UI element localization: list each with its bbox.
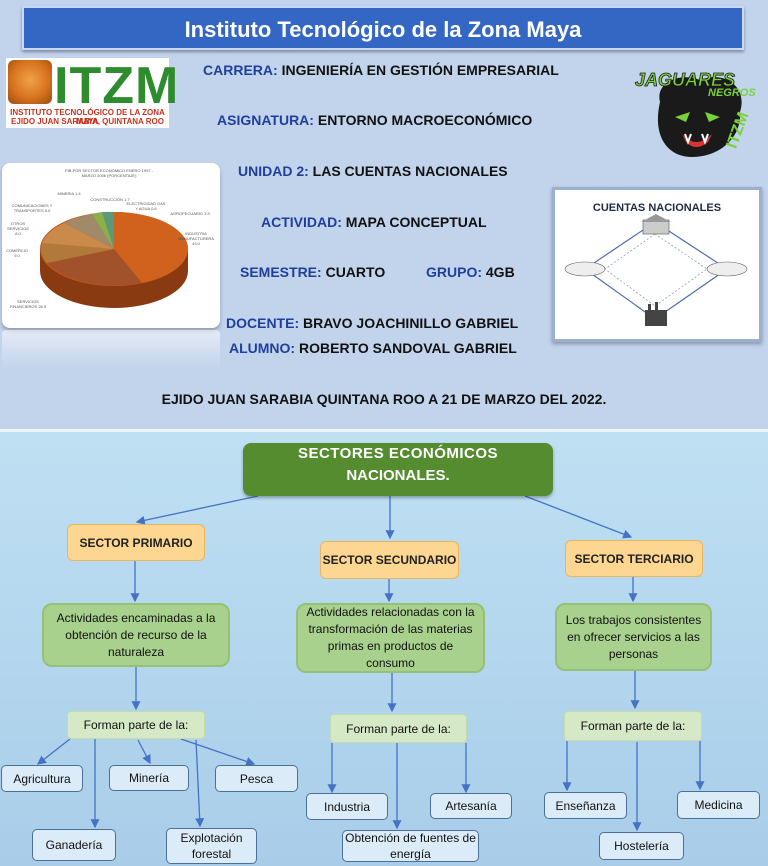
leaf-ensenanza: Enseñanza [544, 792, 627, 819]
jaguares-negros-logo: JAGUARES NEGROS ITZM [635, 70, 756, 157]
primario-description: Actividades encaminadas a la obtención d… [42, 603, 230, 667]
alumno-line: ALUMNO: ROBERTO SANDOVAL GABRIEL [229, 340, 517, 356]
pie-label-otros: OTROS SERVICIOS 8.0 [7, 221, 29, 236]
asignatura-line: ASIGNATURA: ENTORNO MACROECONÓMICO [217, 112, 532, 128]
cuentas-title: CUENTAS NACIONALES [592, 202, 722, 214]
actividad-line: ACTIVIDAD: MAPA CONCEPTUAL [261, 214, 487, 230]
pie-3d-graphic [40, 211, 188, 308]
docente-value: BRAVO JOACHINILLO GABRIEL [303, 315, 519, 331]
itzm-logo: ITZM INSTITUTO TECNOLÓGICO DE LA ZONA MA… [6, 57, 178, 128]
terciario-description: Los trabajos consistentes en ofrecer ser… [555, 603, 712, 671]
pie-label-electricidad: ELECTRICIDAD GAS Y AGUA 0.8 [126, 201, 166, 211]
unidad-label: UNIDAD 2: [238, 163, 309, 179]
institute-title: Instituto Tecnológico de la Zona Maya [22, 6, 744, 50]
pie-label-construccion: CONSTRUCCIÓN 1.7 [90, 197, 130, 202]
pib-pie-chart-image: PIB POR SECTOR ECONÓMICO ENERO 1997 - MA… [2, 163, 220, 328]
pie-label-comunicaciones: COMUNICACIONES Y TRANSPORTES 5.0 [11, 203, 53, 213]
root-node-sectores-economicos: SECTORES ECONÓMICOS NACIONALES. [243, 443, 553, 496]
root-title-line2: NACIONALES. [346, 467, 450, 484]
actividad-value: MAPA CONCEPTUAL [345, 214, 487, 230]
sector-primario-node: SECTOR PRIMARIO [67, 524, 205, 561]
semestre-label: SEMESTRE: [240, 264, 322, 280]
secundario-forman-parte: Forman parte de la: [330, 714, 467, 743]
asignatura-label: ASIGNATURA: [217, 112, 314, 128]
leaf-mineria: Minería [109, 765, 189, 791]
mayan-mask-icon [8, 60, 52, 104]
carrera-label: CARRERA: [203, 62, 278, 78]
carrera-line: CARRERA: INGENIERÍA EN GESTIÓN EMPRESARI… [203, 62, 559, 78]
primario-forman-parte: Forman parte de la: [67, 711, 205, 739]
cuentas-nacionales-diagram-image: CUENTAS NACIONALES [552, 187, 762, 342]
leaf-obtencion-fuentes-energia: Obtención de fuentes de energía [342, 830, 479, 862]
leaf-agricultura: Agricultura [1, 765, 83, 792]
itzm-logo-line1: INSTITUTO TECNOLÓGICO DE LA ZONA MAYA [10, 108, 165, 126]
alumno-value: ROBERTO SANDOVAL GABRIEL [299, 340, 517, 356]
leaf-medicina: Medicina [677, 791, 760, 819]
sector-secundario-node: SECTOR SECUNDARIO [320, 541, 459, 579]
grupo-value: 4GB [485, 264, 515, 280]
negros-text: NEGROS [708, 87, 756, 99]
unidad-value: LAS CUENTAS NACIONALES [312, 163, 508, 179]
circular-flow-graphic [564, 214, 748, 326]
leaf-pesca: Pesca [215, 765, 298, 792]
docente-label: DOCENTE: [226, 315, 300, 331]
slide-divider [0, 429, 768, 432]
root-title-line1: SECTORES ECONÓMICOS [297, 445, 499, 462]
leaf-artesania: Artesanía [430, 793, 512, 819]
alumno-label: ALUMNO: [229, 340, 296, 356]
pie-title: PIB POR SECTOR ECONÓMICO ENERO 1997 - MA… [65, 168, 153, 178]
semestre-line: SEMESTRE: CUARTO [240, 264, 385, 280]
pie-label-agro: AGROPECUARIO 3.9 [170, 211, 210, 216]
sector-terciario-node: SECTOR TERCIARIO [565, 540, 703, 577]
leaf-hosteleria: Hostelería [599, 832, 684, 860]
itzm-logo-line2: EJIDO JUAN SARABIA, QUINTANA ROO [11, 117, 164, 126]
grupo-line: GRUPO: 4GB [426, 264, 515, 280]
place-date: EJIDO JUAN SARABIA QUINTANA ROO A 21 DE … [161, 391, 607, 407]
semestre-value: CUARTO [325, 264, 386, 280]
grupo-label: GRUPO: [426, 264, 482, 280]
secundario-description: Actividades relacionadas con la transfor… [296, 603, 485, 673]
unidad-line: UNIDAD 2: LAS CUENTAS NACIONALES [238, 163, 508, 179]
carrera-value: INGENIERÍA EN GESTIÓN EMPRESARIAL [281, 62, 559, 78]
terciario-forman-parte: Forman parte de la: [564, 711, 702, 741]
asignatura-value: ENTORNO MACROECONÓMICO [317, 112, 533, 128]
docente-line: DOCENTE: BRAVO JOACHINILLO GABRIEL [226, 315, 518, 331]
actividad-label: ACTIVIDAD: [261, 214, 342, 230]
pie-reflection [2, 330, 220, 370]
leaf-ganaderia: Ganadería [32, 829, 116, 861]
itzm-logo-text: ITZM [54, 57, 180, 115]
leaf-explotacion-forestal: Explotación forestal [166, 828, 257, 864]
jaguares-text: JAGUARES [635, 70, 735, 90]
pie-label-comercio: COMERCIO 9.0 [6, 248, 28, 258]
pie-label-industria: INDUSTRIA MANUFACTURERA 43.0 [177, 231, 214, 246]
leaf-industria: Industria [306, 793, 388, 820]
pie-label-financieros: SERVICIOS FINANCIEROS 26.5 [9, 299, 47, 309]
pie-label-mineria: MINERIA 1.4 [57, 191, 81, 196]
